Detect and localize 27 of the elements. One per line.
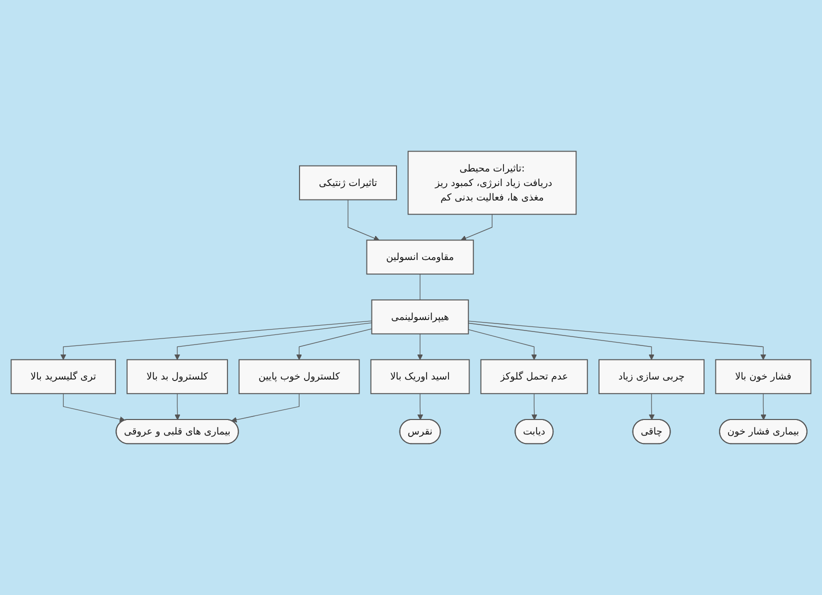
node-box: مقاومت انسولین — [366, 240, 474, 275]
arrow — [174, 393, 180, 420]
node-box: هیپرانسولینمی — [371, 299, 469, 334]
node-box: فشار خون بالا — [715, 359, 812, 394]
arrow — [231, 393, 300, 423]
node-box: عدم تحمل گلوکز — [480, 359, 588, 394]
arrow — [348, 199, 380, 241]
arrow — [60, 320, 372, 360]
node-box: کلسترول خوب پایین — [238, 359, 360, 394]
arrow — [468, 329, 537, 360]
node-box: تاثیرات محیطی: دریافت زیاد انرژی، کمبود ریز مغذی ها، فعالیت بدنی کم — [408, 150, 577, 215]
node-box: تری گلیسرید بالا — [10, 359, 116, 394]
arrow — [62, 393, 126, 422]
node-box: کلسترول بد بالا — [126, 359, 228, 394]
arrow — [760, 393, 766, 420]
node-box: چربی سازی زیاد — [598, 359, 705, 394]
arrow — [174, 322, 372, 360]
arrow — [531, 393, 538, 420]
node-box: اسید اوریک بالا — [370, 359, 470, 394]
arrow — [296, 328, 372, 360]
arrow — [417, 334, 423, 360]
arrow — [417, 393, 424, 420]
arrow — [460, 214, 492, 241]
node-box: تاثیرات ژنتیکی — [299, 165, 397, 200]
arrow — [648, 393, 655, 420]
arrow — [468, 322, 654, 360]
arrow — [468, 320, 766, 360]
